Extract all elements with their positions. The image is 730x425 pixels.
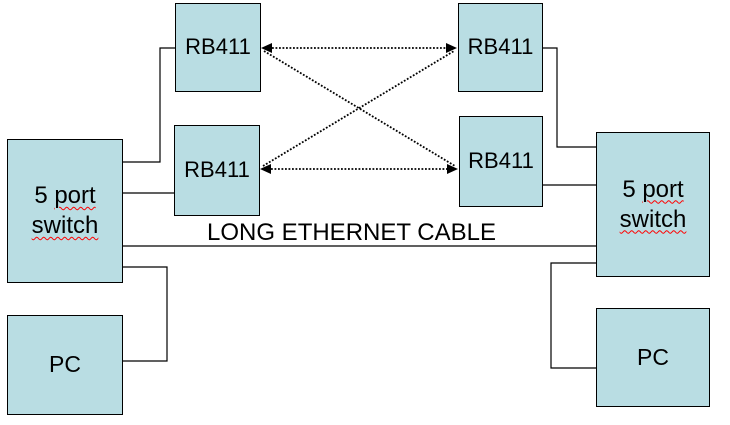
arrowhead-right-icon xyxy=(446,43,457,53)
node-label: RB411 xyxy=(185,34,251,60)
switch-label-word: switch xyxy=(31,212,99,239)
node-rb411-bottom-left: RB411 xyxy=(174,125,260,216)
switch-label-word: port xyxy=(642,175,684,203)
arrowhead-right-icon xyxy=(447,164,458,174)
wireless-link-diagonal-bl-tr xyxy=(262,50,455,167)
arrowhead-left-icon xyxy=(261,43,272,53)
cable-switchR-to-pcR xyxy=(550,262,596,369)
cable-switchR-to-rb411TR xyxy=(543,47,596,148)
node-pc-right: PC xyxy=(596,308,710,407)
cable-switchL-to-pcL xyxy=(123,266,168,362)
switch-label-prefix: 5 xyxy=(622,175,643,203)
switch-label-word: port xyxy=(54,182,96,209)
node-label: PC xyxy=(49,351,81,378)
node-label: RB411 xyxy=(468,148,534,174)
node-rb411-top-right: RB411 xyxy=(458,3,543,92)
node-label: RB411 xyxy=(467,34,534,60)
switch-label-word: switch xyxy=(619,205,687,233)
node-label: 5 port switch xyxy=(32,181,99,241)
node-label: PC xyxy=(637,343,669,370)
node-switch-left: 5 port switch xyxy=(7,139,123,283)
cable-switchL-to-rb411TL xyxy=(123,47,175,163)
switch-label-prefix: 5 xyxy=(34,182,55,209)
node-label: RB411 xyxy=(184,157,250,183)
ethernet-cable-label: LONG ETHERNET CABLE xyxy=(207,219,496,246)
wireless-link-diagonal-tl-br xyxy=(263,50,456,167)
arrowhead-left-icon xyxy=(260,164,271,174)
node-rb411-bottom-right: RB411 xyxy=(459,116,543,207)
node-pc-left: PC xyxy=(7,315,123,415)
node-rb411-top-left: RB411 xyxy=(175,3,261,92)
